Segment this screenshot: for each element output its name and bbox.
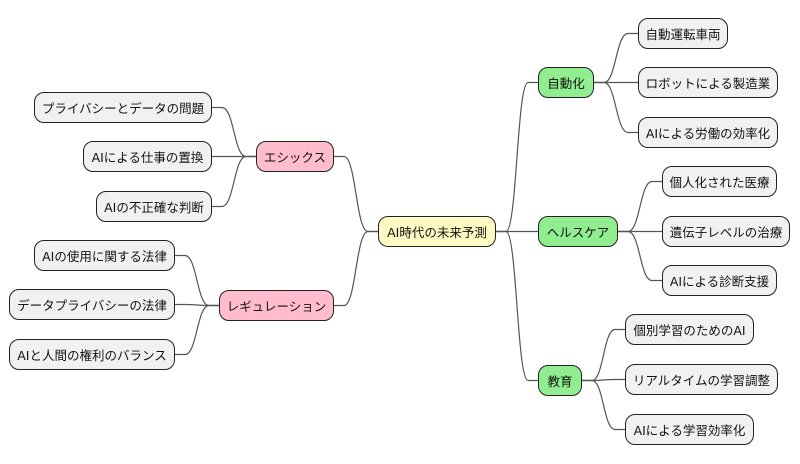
- branch-node-regulation[interactable]: レギュレーション: [219, 290, 334, 321]
- leaf-node[interactable]: 自動運転車両: [638, 18, 728, 49]
- leaf-node[interactable]: 個人化された医療: [662, 166, 777, 197]
- edge-branch-to-leaf: [618, 230, 662, 282]
- leaf-node[interactable]: ロボットによる製造業: [638, 67, 778, 98]
- edge-root-to-left-branch: [334, 230, 378, 307]
- edge-branch-to-leaf: [594, 32, 638, 84]
- edge-branch-to-leaf: [618, 180, 662, 233]
- edge-branch-to-leaf: [212, 155, 256, 208]
- branch-node-ethics[interactable]: エシックス: [256, 141, 334, 172]
- leaf-node[interactable]: プライバシーとデータの問題: [34, 92, 212, 123]
- branch-node-education[interactable]: 教育: [538, 365, 582, 396]
- leaf-node[interactable]: AIによる労働の効率化: [638, 117, 778, 148]
- branch-node-automation[interactable]: 自動化: [538, 67, 594, 98]
- branch-node-healthcare[interactable]: ヘルスケア: [538, 216, 618, 247]
- edge-branch-to-leaf: [582, 379, 625, 431]
- edge-branch-to-leaf: [175, 303, 219, 307]
- edge-branch-to-leaf: [175, 304, 219, 356]
- edge-branch-to-leaf: [582, 378, 625, 382]
- edge-branch-to-leaf: [594, 81, 638, 134]
- edge-root-to-left-branch: [334, 155, 378, 233]
- leaf-node[interactable]: AIによる仕事の置換: [83, 141, 212, 172]
- leaf-node[interactable]: AIによる学習効率化: [625, 414, 754, 445]
- edge-branch-to-leaf: [582, 328, 625, 382]
- root-node[interactable]: AI時代の未来予測: [378, 216, 496, 247]
- leaf-node[interactable]: AIの不正確な判断: [96, 191, 212, 222]
- edge-branch-to-leaf: [175, 254, 219, 307]
- leaf-node[interactable]: 個別学習のためのAI: [625, 314, 754, 345]
- edge-root-to-right-branch: [496, 81, 538, 233]
- leaf-node[interactable]: 遺伝子レベルの治療: [662, 216, 790, 247]
- edge-branch-to-leaf: [212, 106, 256, 158]
- leaf-node[interactable]: AIによる診断支援: [662, 265, 777, 296]
- leaf-node[interactable]: AIと人間の権利のバランス: [9, 339, 175, 370]
- edge-root-to-right-branch: [496, 230, 538, 382]
- leaf-node[interactable]: AIの使用に関する法律: [34, 240, 175, 271]
- leaf-node[interactable]: データプライバシーの法律: [9, 289, 175, 320]
- leaf-node[interactable]: リアルタイムの学習調整: [625, 364, 778, 395]
